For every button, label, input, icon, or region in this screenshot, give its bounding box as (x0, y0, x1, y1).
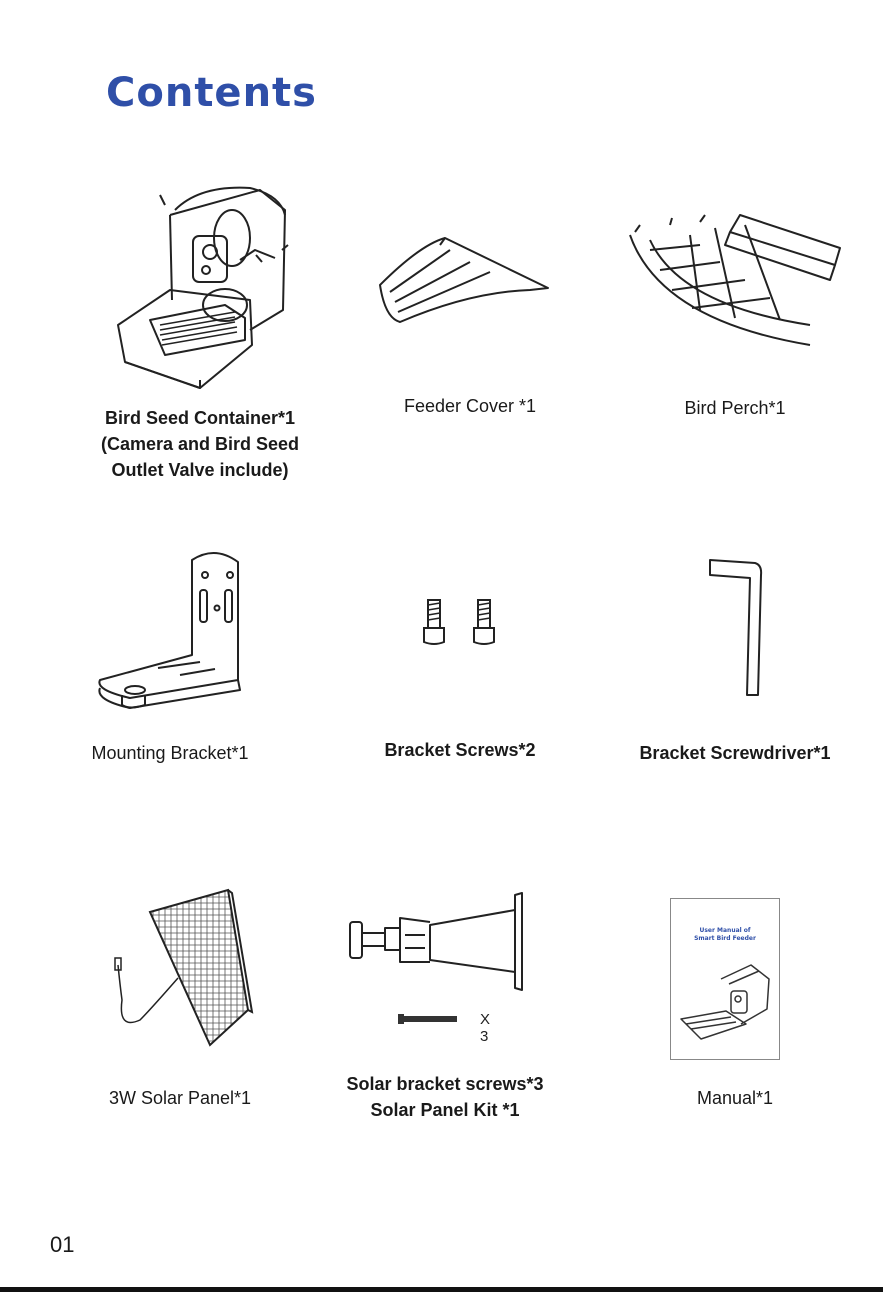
manual-cover: User Manual of Smart Bird Feeder (670, 898, 780, 1060)
item-label: Manual*1 (640, 1085, 830, 1111)
page-number: 01 (50, 1232, 74, 1258)
manual-illustration-icon (671, 899, 779, 1059)
bottom-divider (0, 1287, 883, 1292)
item-label: Solar bracket screws*3 Solar Panel Kit *… (335, 1071, 555, 1123)
quantity-mark: X 3 (480, 1011, 490, 1045)
